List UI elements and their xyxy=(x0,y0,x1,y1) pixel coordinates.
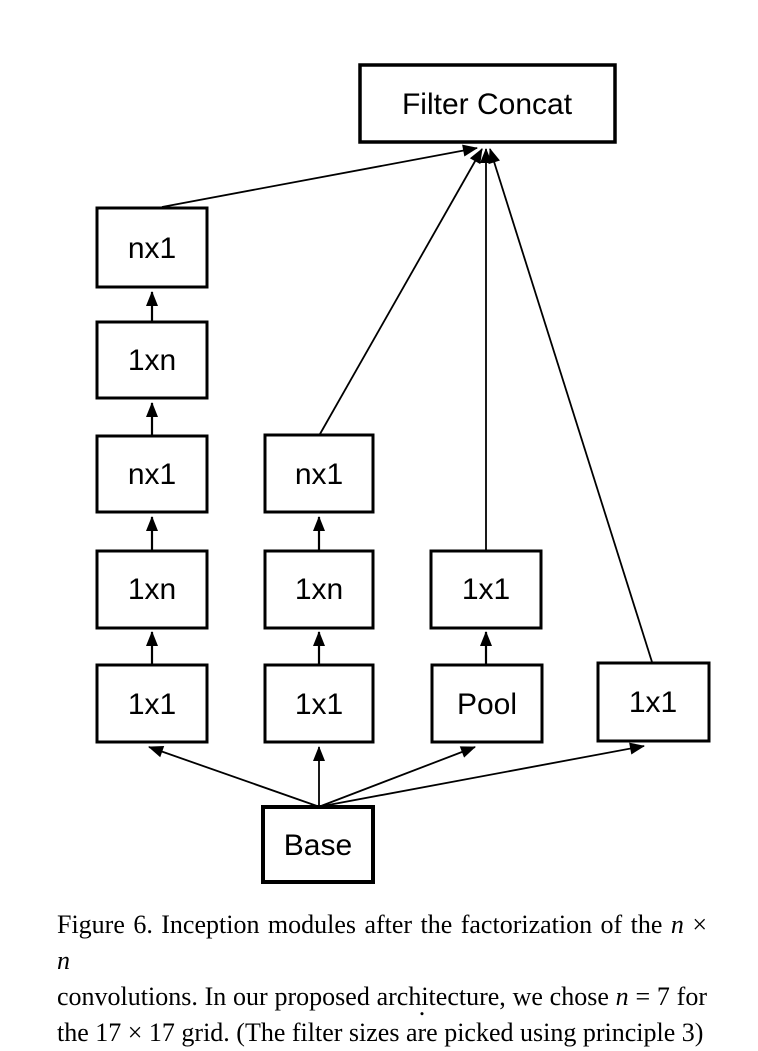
arrow-branch4-to-filter-concat xyxy=(488,148,653,663)
caption-line-2: convolutions. In our proposed architectu… xyxy=(57,979,707,1015)
caption-math-n: n xyxy=(57,946,70,975)
caption-math-n: n xyxy=(615,982,629,1011)
branch4-1x1-label: 1x1 xyxy=(629,686,677,719)
filter-concat-label: Filter Concat xyxy=(402,88,573,121)
caption-line1-text: Figure 6. Inception modules after the fa… xyxy=(57,910,671,939)
branch4-1x1-box xyxy=(596,661,711,743)
branch3-1x1-label: 1x1 xyxy=(462,573,510,606)
caption-line-1: Figure 6. Inception modules after the fa… xyxy=(57,907,707,979)
stray-period: . xyxy=(418,992,426,1021)
caption-line2-text: convolutions. In our proposed architectu… xyxy=(57,982,616,1011)
branch1-1x1-box xyxy=(95,663,209,744)
branch2-1xn-box xyxy=(263,549,375,630)
caption-line-3: the 17 × 17 grid. (The filter sizes are … xyxy=(57,1018,704,1047)
figure-caption: Figure 6. Inception modules after the fa… xyxy=(57,907,707,1051)
arrow-branch2-to-filter-concat xyxy=(319,148,483,435)
branch1-nx1-top-box xyxy=(95,206,209,289)
branch2-nx1-label: nx1 xyxy=(295,458,343,491)
branch1-1xn-upper-label: 1xn xyxy=(128,344,176,377)
arrow-base-to-branch4 xyxy=(322,742,645,807)
arrow-branch1-to-filter-concat xyxy=(161,144,478,208)
branch3-1x1-box xyxy=(429,549,543,630)
caption-line2-tail: = 7 for xyxy=(628,982,707,1011)
branch3-pool-label: Pool xyxy=(457,688,517,721)
branch1-nx1-lower-label: nx1 xyxy=(128,458,176,491)
branch1-1xn-upper-box xyxy=(95,320,209,400)
caption-times-symbol: × xyxy=(683,910,707,939)
base-box xyxy=(261,805,375,884)
branch1-nx1-lower-box xyxy=(95,434,209,514)
base-label: Base xyxy=(284,829,352,862)
branch1-1xn-lower-label: 1xn xyxy=(128,573,176,606)
branch1-1x1-label: 1x1 xyxy=(128,688,176,721)
branch3-pool-box xyxy=(430,663,544,744)
branch2-nx1-box xyxy=(263,433,375,514)
inception-module-diagram: Filter Concat nx1 1xn nx1 1xn 1x1 nx1 1x… xyxy=(95,63,711,884)
branch2-1xn-label: 1xn xyxy=(295,573,343,606)
filter-concat-box xyxy=(358,63,617,144)
branch2-1x1-label: 1x1 xyxy=(295,688,343,721)
branch1-nx1-top-label: nx1 xyxy=(128,232,176,265)
arrow-base-to-branch3 xyxy=(320,746,476,807)
arrow-base-to-branch1 xyxy=(148,745,318,807)
caption-math-n: n xyxy=(670,910,684,939)
branch2-1x1-box xyxy=(263,663,375,744)
branch1-1xn-lower-box xyxy=(95,549,209,630)
